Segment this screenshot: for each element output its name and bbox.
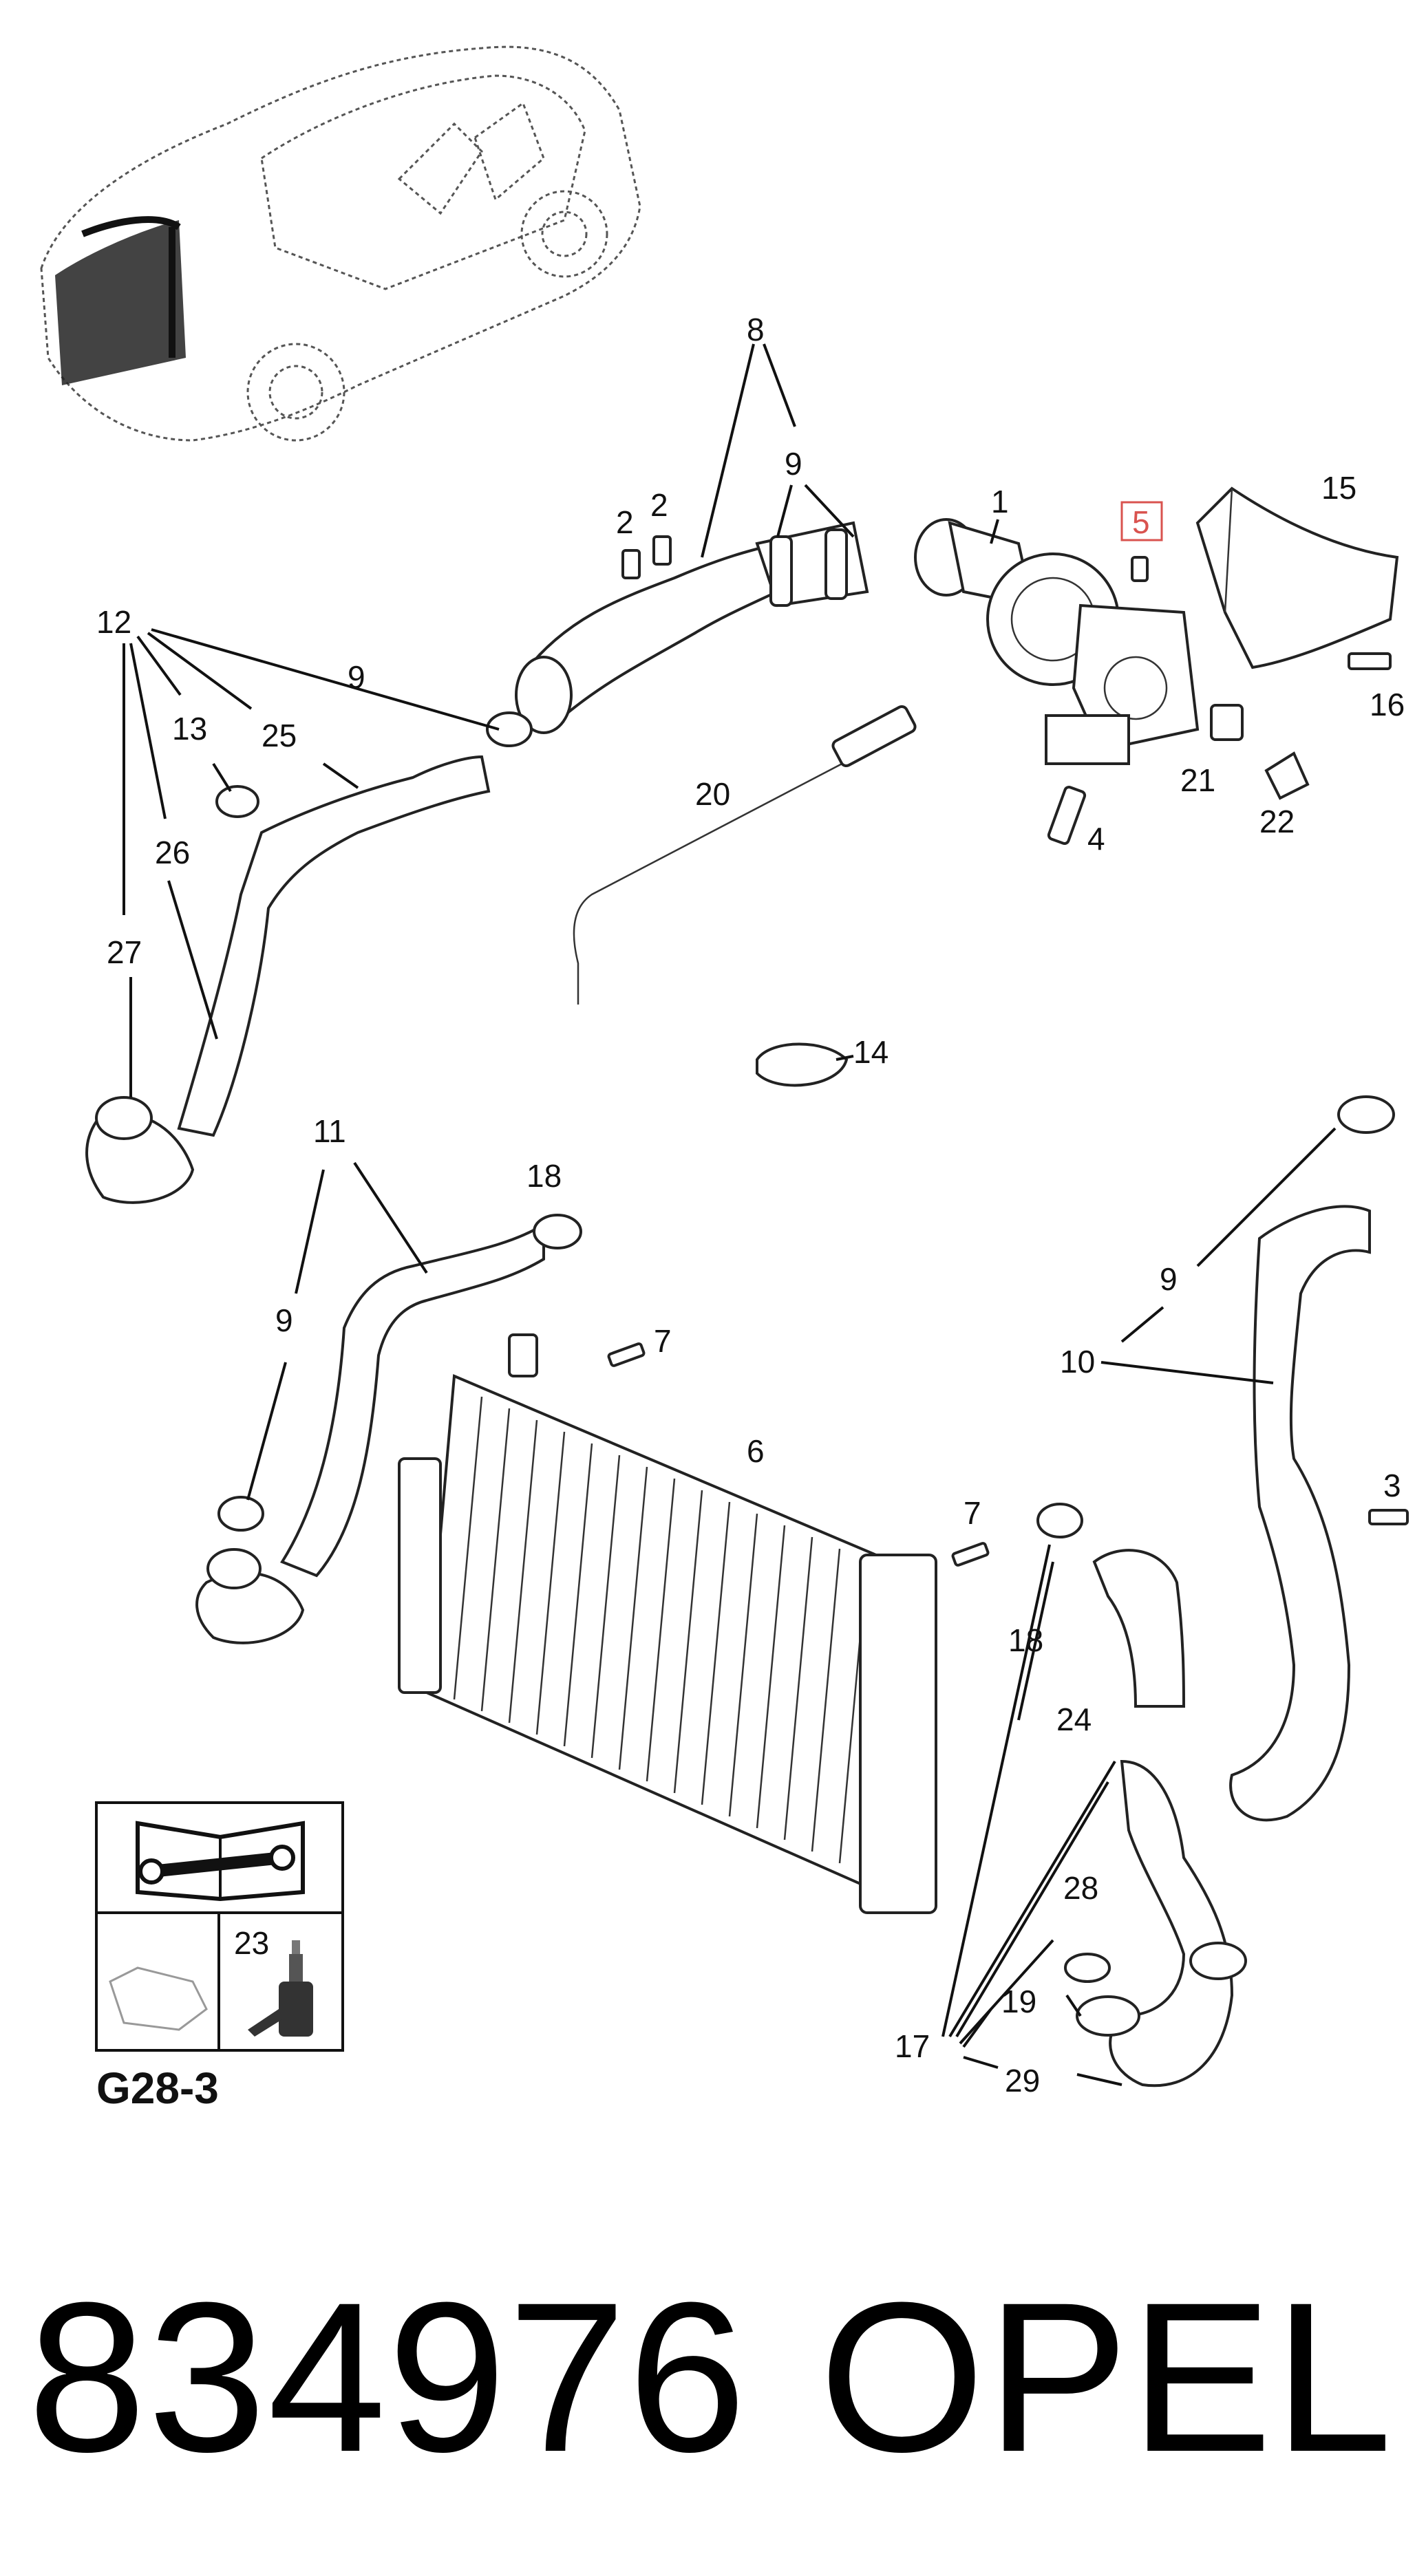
bolt-16 — [1348, 652, 1392, 670]
callout-3: 3 — [1383, 1468, 1401, 1503]
bolt-3 — [1368, 1509, 1409, 1525]
hose-11 — [195, 1222, 545, 1644]
screw-7-right — [951, 1542, 990, 1567]
car-overview-icon — [40, 45, 641, 442]
callout-labels: 8 9 2 2 1 5 15 16 21 22 4 12 9 13 25 26 … — [96, 312, 1405, 2099]
callout-9-top: 9 — [785, 446, 802, 482]
hose-28-29 — [1076, 1759, 1247, 2087]
clamp-18-bottom — [1036, 1503, 1083, 1538]
clamp-14 — [756, 1042, 849, 1087]
callout-9-right: 9 — [1160, 1261, 1178, 1297]
part-number: 834976 — [28, 2257, 748, 2496]
intercooler-6 — [398, 1333, 937, 1914]
callout-7-right: 7 — [964, 1495, 981, 1531]
diagram-code: G28-3 — [96, 2063, 219, 2113]
hose-25-26-27 — [85, 755, 491, 1204]
callout-12: 12 — [96, 604, 131, 640]
callout-15: 15 — [1321, 470, 1356, 506]
bolts-2 — [621, 535, 672, 579]
bolt-5 — [1131, 556, 1149, 582]
nut-22 — [1264, 751, 1310, 800]
hose-24 — [1092, 1549, 1186, 1708]
oil-can-icon — [248, 1940, 313, 2037]
callout-29: 29 — [1005, 2063, 1040, 2099]
callout-28: 28 — [1063, 1870, 1098, 1906]
bracket-21 — [1210, 704, 1244, 741]
callout-2-left: 2 — [616, 504, 634, 540]
callout-18-top: 18 — [526, 1158, 562, 1194]
callout-7-top: 7 — [654, 1323, 672, 1359]
clamp-19 — [1064, 1953, 1111, 1983]
callout-21: 21 — [1180, 762, 1215, 798]
callout-23: 23 — [234, 1925, 269, 1961]
callout-8: 8 — [747, 312, 765, 347]
clamp-18-top — [533, 1214, 582, 1249]
callout-10: 10 — [1060, 1344, 1095, 1380]
heat-shield-15 — [1195, 486, 1399, 669]
hose-10 — [1229, 1095, 1395, 1822]
clamp-9-left — [486, 711, 533, 747]
clamp-9-mid — [217, 1496, 264, 1532]
engine-outline — [109, 1966, 208, 2031]
callout-2-right: 2 — [650, 487, 668, 523]
callout-14: 14 — [853, 1034, 888, 1070]
brand-name: OPEL — [819, 2257, 1394, 2496]
repair-manual-icon — [136, 1821, 305, 1902]
callout-27: 27 — [107, 934, 142, 970]
callout-1: 1 — [991, 484, 1009, 519]
clamp-13 — [215, 785, 259, 818]
callout-9-left: 9 — [348, 659, 365, 695]
callout-4: 4 — [1087, 821, 1105, 857]
callout-9-mid: 9 — [275, 1302, 293, 1338]
turbocharger-1 — [914, 518, 1200, 765]
callout-13: 13 — [172, 711, 207, 747]
callout-11: 11 — [313, 1113, 346, 1149]
leader-lines — [123, 343, 1337, 2086]
callout-5: 5 — [1132, 504, 1150, 540]
pipe-20 — [573, 705, 917, 1005]
callout-16: 16 — [1370, 687, 1405, 722]
callout-22: 22 — [1259, 804, 1295, 839]
callout-19: 19 — [1001, 1984, 1036, 2019]
callout-26: 26 — [155, 835, 190, 870]
callout-18-bottom: 18 — [1008, 1622, 1043, 1658]
highlight-box-5 — [1120, 501, 1163, 541]
hose-8 — [515, 521, 869, 734]
callout-20: 20 — [695, 776, 730, 812]
callout-17: 17 — [895, 2028, 930, 2064]
screw-7-top — [607, 1342, 646, 1367]
callout-25: 25 — [262, 718, 297, 753]
bolt-4 — [1047, 785, 1087, 846]
callout-24: 24 — [1056, 1702, 1092, 1737]
callout-6: 6 — [747, 1433, 765, 1469]
